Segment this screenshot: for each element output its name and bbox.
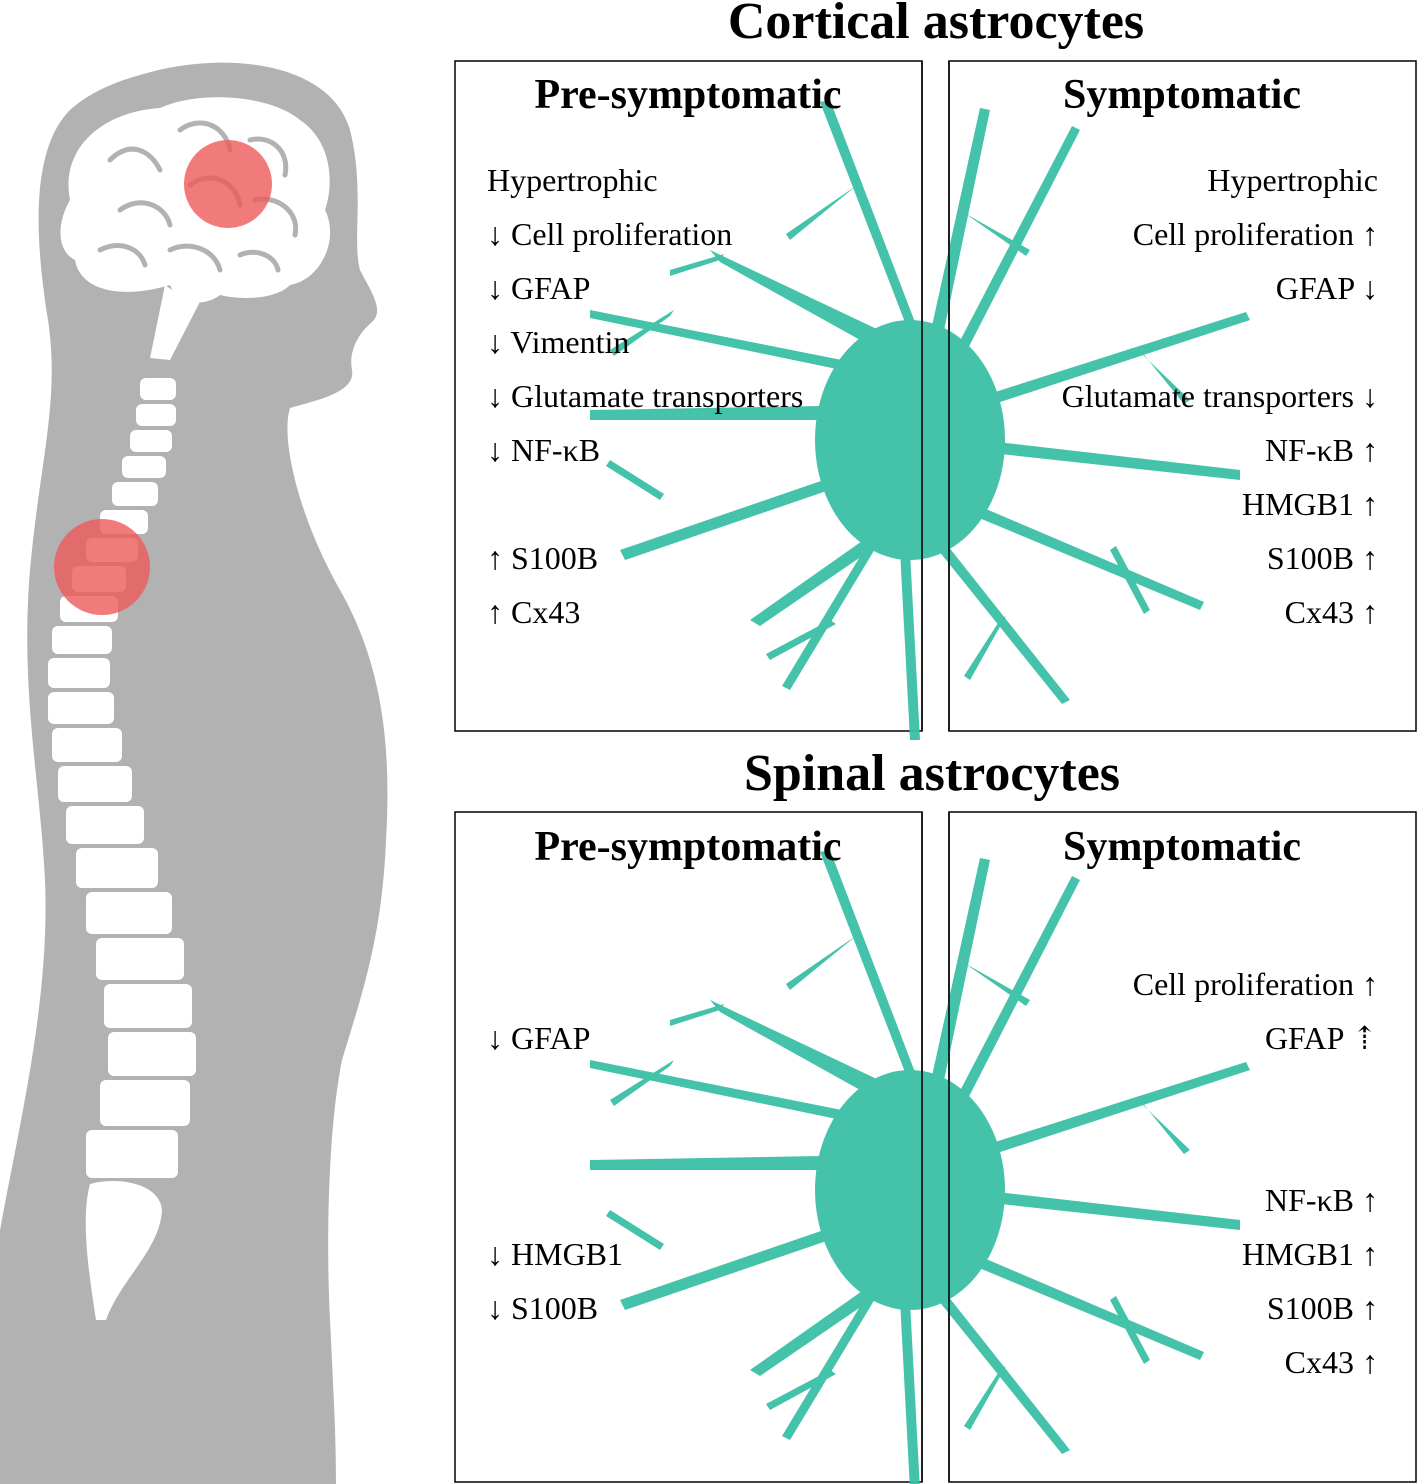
cortical-pre-item: ↓ GFAP xyxy=(487,270,590,306)
cortical-sym-item: Cx43 ↑ xyxy=(1285,594,1378,630)
cortical-pre-item: ↓ Cell proliferation xyxy=(487,216,732,252)
cortical-sym-list: Hypertrophic Cell proliferation ↑ GFAP ↓… xyxy=(1062,162,1378,630)
spinal-pre-list: ↓ GFAP ↓ HMGB1 ↓ S100B xyxy=(487,1020,623,1326)
spinal-highlight-marker xyxy=(54,519,150,615)
cortical-pre-item: Hypertrophic xyxy=(487,162,658,198)
spinal-pre-item: ↓ GFAP xyxy=(487,1020,590,1056)
astrocyte-icon xyxy=(590,100,1250,740)
cortical-sym-heading: Symptomatic xyxy=(1063,72,1301,118)
cortical-sym-item: Cell proliferation ↑ xyxy=(1133,216,1378,252)
cortical-pre-item: ↑ S100B xyxy=(487,540,598,576)
cortical-sym-item: Glutamate transporters ↓ xyxy=(1062,378,1378,414)
cortical-sym-item: GFAP ↓ xyxy=(1276,270,1378,306)
cortical-pre-heading: Pre-symptomatic xyxy=(534,72,841,118)
astrocyte-icon xyxy=(590,850,1250,1484)
cortical-pre-item: ↓ Glutamate transporters xyxy=(487,378,803,414)
cortical-sym-item: HMGB1 ↑ xyxy=(1242,486,1378,522)
spinal-sym-item: NF-κB ↑ xyxy=(1265,1182,1378,1218)
spinal-sym-heading: Symptomatic xyxy=(1063,824,1301,870)
spinal-sym-item: Cx43 ↑ xyxy=(1285,1344,1378,1380)
spinal-pre-item: ↓ S100B xyxy=(487,1290,598,1326)
spinal-sym-item: GFAP ⇡ xyxy=(1265,1020,1378,1056)
highlight-markers xyxy=(54,140,272,615)
cortical-pre-item: ↑ Cx43 xyxy=(487,594,580,630)
cortical-pre-item: ↓ NF-κB xyxy=(487,432,600,468)
spinal-section: Spinal astrocytes Pre-symptomatic Sympto… xyxy=(454,745,1417,1484)
spinal-pre-item: ↓ HMGB1 xyxy=(487,1236,623,1272)
brain-highlight-marker xyxy=(184,140,272,228)
section-title-spinal: Spinal astrocytes xyxy=(744,745,1120,802)
spinal-sym-item: S100B ↑ xyxy=(1267,1290,1378,1326)
cortical-sym-item: S100B ↑ xyxy=(1267,540,1378,576)
cortical-pre-item: ↓ Vimentin xyxy=(487,324,629,360)
cortical-section: Cortical astrocytes Pre-symptomatic Symp… xyxy=(454,0,1417,740)
spinal-sym-item: Cell proliferation ↑ xyxy=(1133,966,1378,1002)
spinal-sym-item: HMGB1 ↑ xyxy=(1242,1236,1378,1272)
spinal-sym-list: Cell proliferation ↑ GFAP ⇡ NF-κB ↑ HMGB… xyxy=(1133,966,1378,1380)
human-silhouette xyxy=(0,62,388,1484)
cortical-sym-item: NF-κB ↑ xyxy=(1265,432,1378,468)
section-title-cortical: Cortical astrocytes xyxy=(728,0,1144,50)
cortical-pre-list: Hypertrophic ↓ Cell proliferation ↓ GFAP… xyxy=(487,162,803,630)
spinal-pre-heading: Pre-symptomatic xyxy=(534,824,841,870)
cortical-sym-item: Hypertrophic xyxy=(1207,162,1378,198)
